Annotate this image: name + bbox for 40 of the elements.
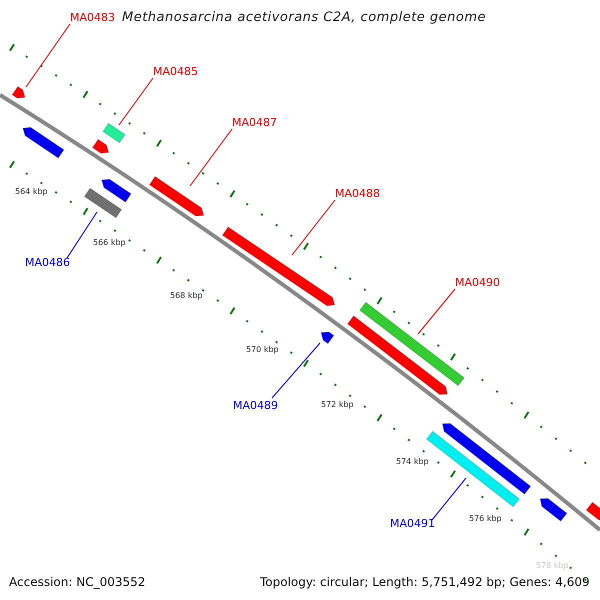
leader-line (432, 478, 466, 520)
leader-line (418, 288, 456, 334)
scale-label: 564 kbp (15, 188, 48, 196)
leader-line (190, 128, 232, 186)
gene-feature (12, 86, 26, 99)
gene-feature (359, 302, 465, 386)
gene-feature (84, 188, 122, 218)
gene-feature (22, 126, 65, 159)
gene-feature (586, 502, 600, 521)
gene-label: MA0483 (70, 12, 116, 23)
gene-label: MA0487 (232, 117, 278, 128)
gene-feature (222, 226, 336, 306)
gene-label: MA0490 (455, 277, 500, 288)
scale-label: 570 kbp (246, 346, 279, 354)
leader-line (292, 200, 336, 256)
gene-feature (102, 122, 126, 144)
footer-text: Accession: NC_003552 (9, 576, 146, 588)
gene-label: MA0485 (153, 66, 198, 77)
gene-feature (92, 138, 110, 154)
leader-line (272, 342, 320, 398)
scale-label: 566 kbp (93, 239, 126, 247)
footer-text: Topology: circular; Length: 5,751,492 bp; Genes: 4,609 (260, 576, 590, 588)
gene-label: MA0489 (233, 400, 278, 411)
diagram-title: Methanosarcina acetivorans C2A, complete genome (122, 11, 486, 24)
gene-feature (442, 423, 532, 495)
scale-label: 568 kbp (170, 292, 203, 300)
gene-feature (101, 178, 132, 203)
gene-feature (346, 315, 448, 395)
gene-label: MA0491 (390, 518, 436, 529)
gene-feature (148, 176, 204, 217)
gene-label: MA0488 (335, 188, 380, 199)
gene-label: MA0486 (25, 257, 70, 268)
leader-line (118, 78, 154, 126)
scale-label: 574 kbp (396, 458, 429, 466)
gene-feature (320, 331, 334, 344)
scale-label: 572 kbp (321, 401, 354, 409)
gene-feature (540, 498, 568, 522)
scale-label: 576 kbp (469, 515, 502, 523)
leader-line (26, 24, 70, 88)
leader-line (66, 212, 98, 258)
